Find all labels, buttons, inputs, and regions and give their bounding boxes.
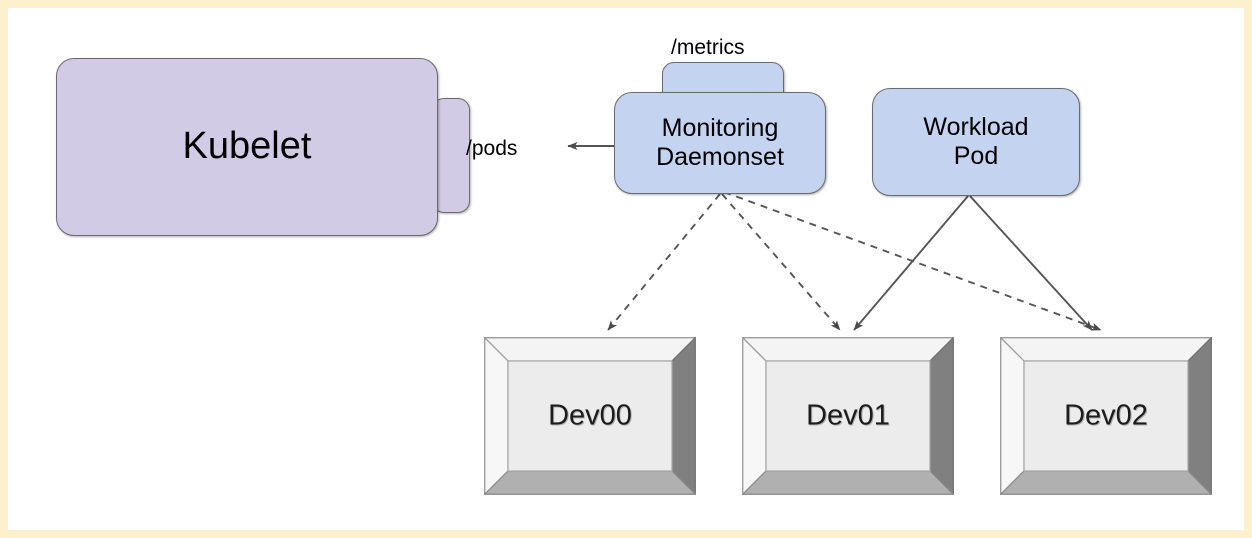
device-dev00[interactable]: Dev00 bbox=[484, 337, 696, 495]
diagram-canvas: Kubelet /pods /metrics Monitoring Daemon… bbox=[8, 8, 1244, 530]
edge-monitor-to-dev00 bbox=[607, 193, 721, 331]
device-dev02[interactable]: Dev02 bbox=[1000, 337, 1212, 495]
edge-monitor-to-dev01 bbox=[721, 193, 841, 331]
node-monitoring-daemonset-label-line2: Daemonset bbox=[656, 143, 784, 171]
edge-workload-to-dev02 bbox=[969, 195, 1093, 331]
device-dev02-label: Dev02 bbox=[1064, 399, 1148, 432]
node-monitoring-daemonset[interactable]: Monitoring Daemonset bbox=[614, 92, 826, 194]
node-workload-pod[interactable]: Workload Pod bbox=[872, 88, 1080, 196]
node-kubelet-label: Kubelet bbox=[182, 125, 312, 168]
node-monitoring-daemonset-label-line1: Monitoring bbox=[661, 114, 779, 143]
edge-workload-to-dev01 bbox=[853, 195, 969, 331]
endpoint-tab-metrics-label: /metrics bbox=[671, 36, 745, 59]
device-dev01[interactable]: Dev01 bbox=[742, 337, 954, 495]
node-workload-pod-label-line2: Pod bbox=[953, 142, 999, 170]
device-dev01-label: Dev01 bbox=[806, 399, 890, 432]
edge-monitor-to-dev02 bbox=[723, 191, 1102, 331]
endpoint-tab-pods-label: /pods bbox=[466, 137, 518, 160]
device-dev00-label: Dev00 bbox=[548, 399, 632, 432]
node-kubelet[interactable]: Kubelet bbox=[56, 58, 438, 236]
node-workload-pod-label-line1: Workload bbox=[923, 113, 1029, 142]
